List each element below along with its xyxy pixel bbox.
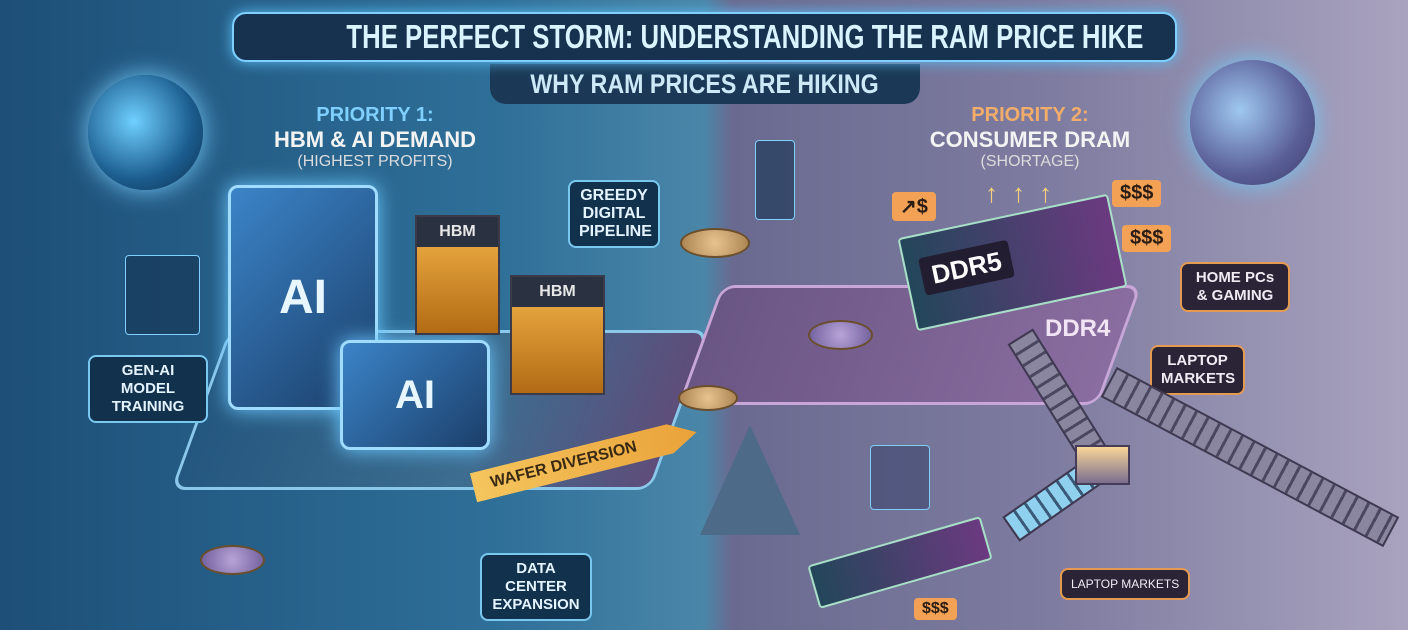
wafer-purple [808,320,873,350]
hbm-stack-2: HBM [510,275,605,395]
wafer-bottom [200,545,265,575]
stock-chart-panel [755,140,795,220]
ai-server-chip: AI [228,185,378,410]
ai-label: AI [279,271,327,324]
priority-1-heading: PRIORITY 1: [316,104,434,126]
processing-box [1075,445,1130,485]
ddr4-label: DDR4 [1045,315,1111,342]
up-arrows-icon: ↑↑↑ [985,178,1066,208]
hbm-label: HBM [417,217,498,247]
priority-1-sub: (HIGHEST PROFITS) [297,153,453,170]
bar-chart-panel [125,255,200,335]
callout-greedy-pipeline: GREEDY DIGITAL PIPELINE [568,180,660,248]
callout-gen-ai: GEN-AI MODEL TRAINING [88,355,208,423]
wafer-stack [680,228,750,258]
callout-laptop-markets: LAPTOP MARKETS [1150,345,1245,395]
ai-processor-chip: AI [340,340,490,450]
price-tag-3: $$$ [914,598,957,620]
price-tag-1: $$$ [1112,180,1162,207]
priority-2-sub: (SHORTAGE) [980,153,1080,170]
ddr5-label: DDR5 [918,239,1015,296]
page-title-banner: THE PERFECT STORM: UNDERSTANDING THE RAM… [232,12,1177,62]
page-title: THE PERFECT STORM: UNDERSTANDING THE RAM… [346,18,1144,55]
hbm-stack-1: HBM [415,215,500,335]
ai-label-small: AI [395,373,435,417]
callout-data-center: DATA CENTER EXPANSION [480,553,592,621]
priority-2-block: PRIORITY 2: CONSUMER DRAM (SHORTAGE) [920,104,1140,171]
wafer [678,385,738,411]
analytics-panel [870,445,930,510]
right-platform [678,285,1142,405]
priority-2-main: CONSUMER DRAM [929,127,1131,152]
globe-icon-left [88,75,203,190]
callout-home-pcs: HOME PCs & GAMING [1180,262,1290,312]
callout-laptop-markets-bottom: LAPTOP MARKETS [1060,568,1191,600]
page-subtitle: WHY RAM PRICES ARE HIKING [530,69,880,99]
conveyor-belt [1100,366,1400,548]
ram-module-bottom [807,516,993,609]
priority-2-heading: PRIORITY 2: [971,104,1089,126]
seesaw-pivot [700,425,800,535]
priority-1-main: HBM & AI DEMAND [273,127,477,152]
page-subtitle-banner: WHY RAM PRICES ARE HIKING [490,64,920,104]
price-rise-bubble: ↗$ [892,192,936,221]
globe-icon-right [1190,60,1315,185]
priority-1-block: PRIORITY 1: HBM & AI DEMAND (HIGHEST PRO… [265,104,485,171]
hbm-label: HBM [512,277,603,307]
price-tag-2: $$$ [1122,225,1172,252]
